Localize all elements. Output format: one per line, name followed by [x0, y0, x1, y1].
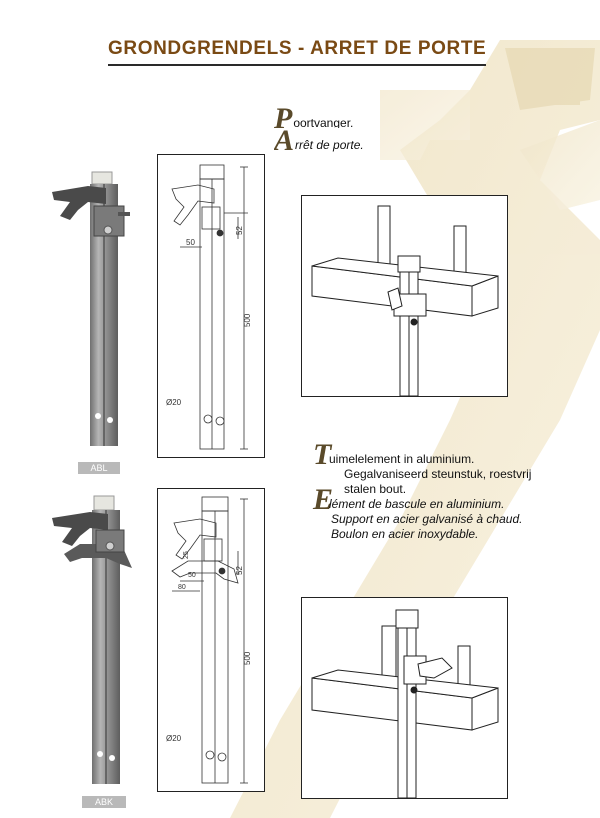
page-header: GRONDGRENDELS - ARRET DE PORTE: [108, 38, 487, 66]
drop-cap-fr-2: E: [313, 483, 334, 516]
dim-height-abk: 52: [235, 566, 244, 575]
text-nl: oortvanger.: [293, 116, 354, 128]
installation-drawing-1: [301, 195, 508, 397]
text-fr-line-2: Support en acier galvanisé à chaud.: [331, 512, 523, 526]
dim-length-abk: 500: [243, 651, 252, 665]
dim-b-abk: 80: [178, 584, 186, 591]
drop-cap-nl: P: [274, 106, 293, 128]
dim-diameter-abl: Ø20: [166, 398, 182, 407]
page-title: GRONDGRENDELS - ARRET DE PORTE: [108, 38, 487, 66]
drop-cap-nl-2: T: [313, 438, 332, 471]
dim-a-abk: 25: [183, 551, 190, 559]
dim-width-abl: 50: [186, 238, 195, 247]
product-photo-abk: [52, 495, 132, 784]
technical-drawing-abk: 25 50 80 52 500 Ø20: [157, 488, 265, 792]
dim-diameter-abk: Ø20: [166, 734, 182, 743]
text-nl-line-2: Gegalvaniseerd steunstuk, roestvrij: [344, 467, 532, 481]
text-fr-line-3: Boulon en acier inoxydable.: [331, 527, 479, 541]
dim-width-abk: 50: [188, 572, 196, 579]
text-nl-line-1: uimelelement in aluminium.: [329, 452, 475, 466]
text-fr-line-1: lément de bascule en aluminium.: [329, 497, 505, 511]
text-fr: rrêt de porte.: [295, 138, 364, 152]
product-code-abl: ABL: [78, 462, 120, 474]
product-photo-abl: [52, 171, 130, 446]
dim-length-abl: 500: [243, 313, 252, 327]
installation-drawing-2: [301, 597, 508, 799]
description-block-1: P oortvanger. A rrêt de porte.: [274, 106, 434, 152]
text-nl-line-3: stalen bout.: [344, 482, 407, 496]
drop-cap-fr: A: [274, 128, 295, 152]
dim-height-abl: 52: [235, 226, 244, 235]
product-code-abk: ABK: [82, 796, 126, 808]
technical-drawing-abl: 50 52 500 Ø20: [157, 154, 265, 458]
